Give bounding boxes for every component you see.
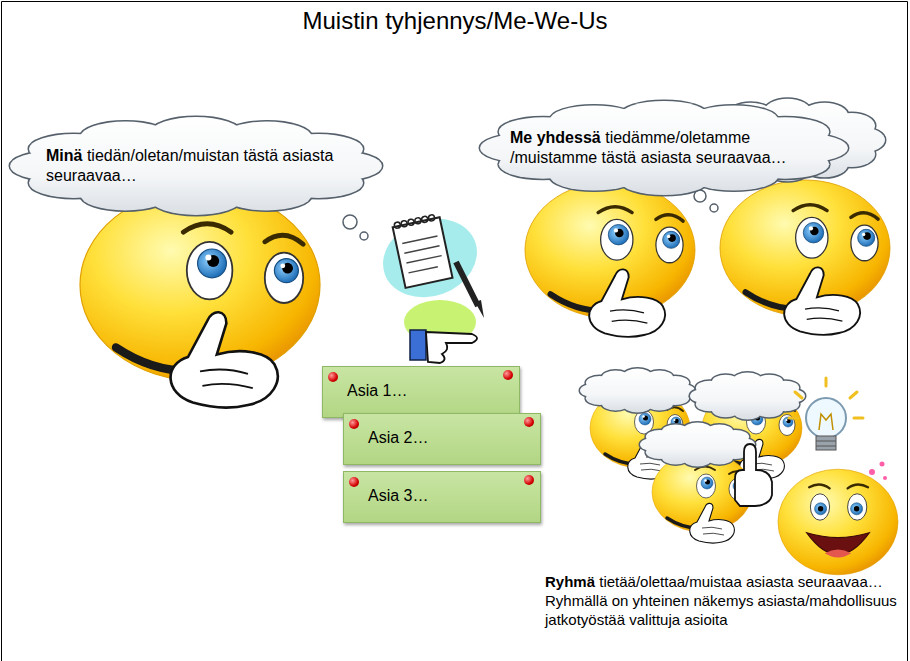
cloud-outline <box>10 116 382 216</box>
diagram-title: Muistin tyhjennys/Me-We-Us <box>0 6 910 36</box>
thinking-face <box>80 189 320 408</box>
thought-bubble: Minätiedän/oletan/muistan tästä asiasta … <box>10 116 382 216</box>
caption-block: Ryhmätietää/olettaa/muistaa asiasta seur… <box>545 572 903 629</box>
thinking-face <box>525 182 695 337</box>
bubble-text: tiedän/oletan/muistan tästä asiasta seur… <box>46 147 333 184</box>
thinking-face <box>720 180 890 335</box>
sticky-note: Asia 3… <box>343 471 541 523</box>
pin <box>503 370 513 380</box>
pin <box>524 417 534 427</box>
thought-cloud <box>580 368 695 412</box>
text-block: Asia 1… <box>347 381 511 401</box>
text-block: Asia 2… <box>368 428 532 448</box>
text-block: Asia 3… <box>368 486 532 506</box>
pointing-hand <box>735 444 772 506</box>
caption-text: tietää/olettaa/muistaa asiasta seuraavaa… <box>545 573 897 628</box>
notepad-icon <box>372 206 488 344</box>
text-block: Minätiedän/oletan/muistan tästä asiasta … <box>46 146 346 186</box>
sticky-note: Asia 1… <box>322 366 520 418</box>
pin <box>349 477 359 487</box>
thought-cloud <box>690 372 805 419</box>
sparkle-dots <box>869 462 887 481</box>
thought-cloud <box>640 422 755 466</box>
lightbulb-icon <box>789 378 863 450</box>
happy-face <box>778 469 898 575</box>
note-text: Asia 3… <box>368 487 428 504</box>
text-block: Me yhdessätiedämme/oletamme /muistamme t… <box>510 128 818 168</box>
bubble-text: Minä <box>46 147 82 164</box>
pin <box>349 419 359 429</box>
sticky-note: Asia 2… <box>343 413 541 465</box>
bubble-text: Me yhdessä <box>510 129 601 146</box>
pointing-hand <box>410 330 477 363</box>
caption-text: Ryhmä <box>545 573 595 590</box>
note-text: Asia 2… <box>368 429 428 446</box>
pin <box>328 372 338 382</box>
note-text: Asia 1… <box>347 382 407 399</box>
cloud-outline <box>10 117 382 215</box>
pin <box>524 475 534 485</box>
thought-bubble: Me yhdessätiedämme/oletamme /muistamme t… <box>480 100 848 196</box>
cloud-outline <box>480 100 848 196</box>
cloud-outline <box>480 101 848 195</box>
